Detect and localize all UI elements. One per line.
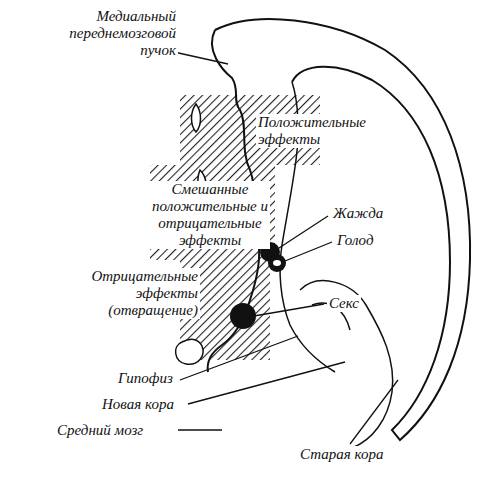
- region-label: Средний мозг: [55, 422, 145, 439]
- region-label: Медиальный переднемозговой пучок: [52, 8, 178, 59]
- region-label: Старая кора: [298, 446, 385, 463]
- region-label: Новая кора: [100, 396, 176, 413]
- region-label: Отрицательные эффекты (отвращение): [68, 268, 200, 319]
- region-label: Голод: [335, 232, 376, 249]
- region-label: Положительные эффекты: [256, 114, 384, 148]
- region-label: Жажда: [331, 205, 385, 222]
- region-label: Секс: [327, 295, 361, 312]
- region-label: Смешанные положительные и отрицательные …: [150, 181, 270, 249]
- region-label: Гипофиз: [116, 370, 175, 387]
